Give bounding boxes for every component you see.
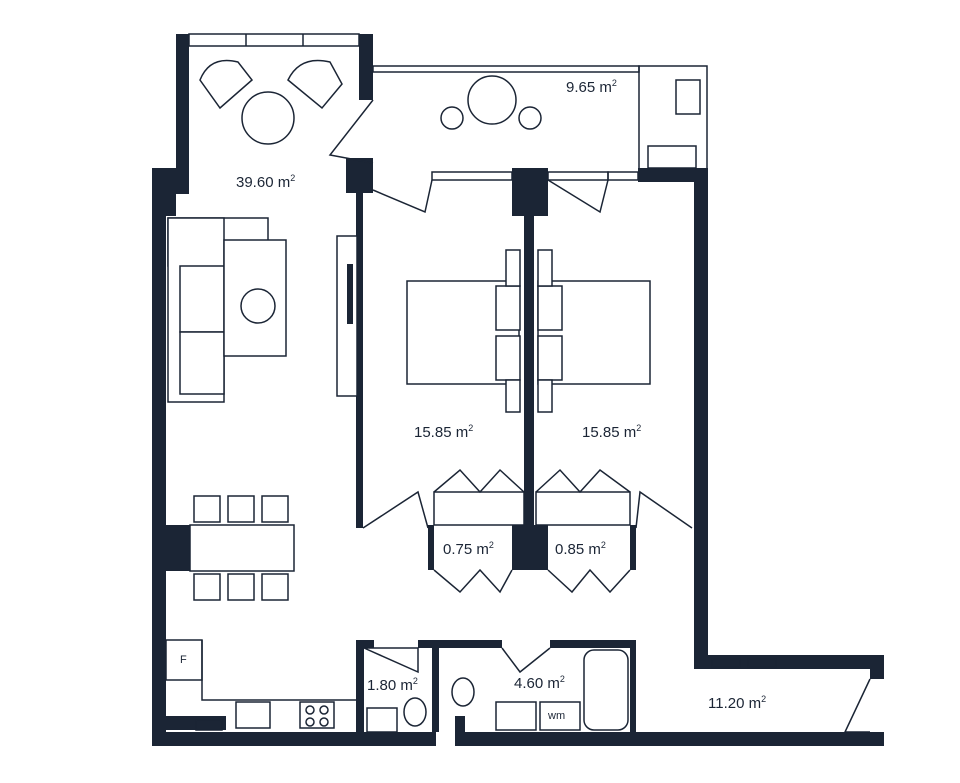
room-area-balcony: 9.65 m2 — [566, 78, 617, 96]
room-area-bedroom-right: 15.85 m2 — [582, 423, 641, 441]
room-area-wardrobe-left: 0.75 m2 — [443, 540, 494, 558]
room-area-wardrobe-right: 0.85 m2 — [555, 540, 606, 558]
room-area-living: 39.60 m2 — [236, 173, 295, 191]
room-area-wc: 1.80 m2 — [367, 676, 418, 694]
walls — [152, 33, 884, 746]
area-labels: 39.60 m2 9.65 m2 15.85 m2 15.85 m2 0.75 … — [236, 78, 766, 712]
room-area-hall: 11.20 m2 — [708, 694, 766, 712]
room-area-bedroom-left: 15.85 m2 — [414, 423, 473, 441]
doors — [328, 99, 871, 733]
bedroom-furniture — [406, 249, 651, 413]
washing-machine-label: wm — [547, 710, 565, 722]
fridge-label: F — [180, 654, 187, 666]
balcony-furniture — [440, 75, 701, 169]
living-room-furniture: F — [165, 59, 358, 729]
room-area-bathroom: 4.60 m2 — [514, 674, 565, 692]
bathroom-fixtures: wm — [366, 649, 629, 733]
